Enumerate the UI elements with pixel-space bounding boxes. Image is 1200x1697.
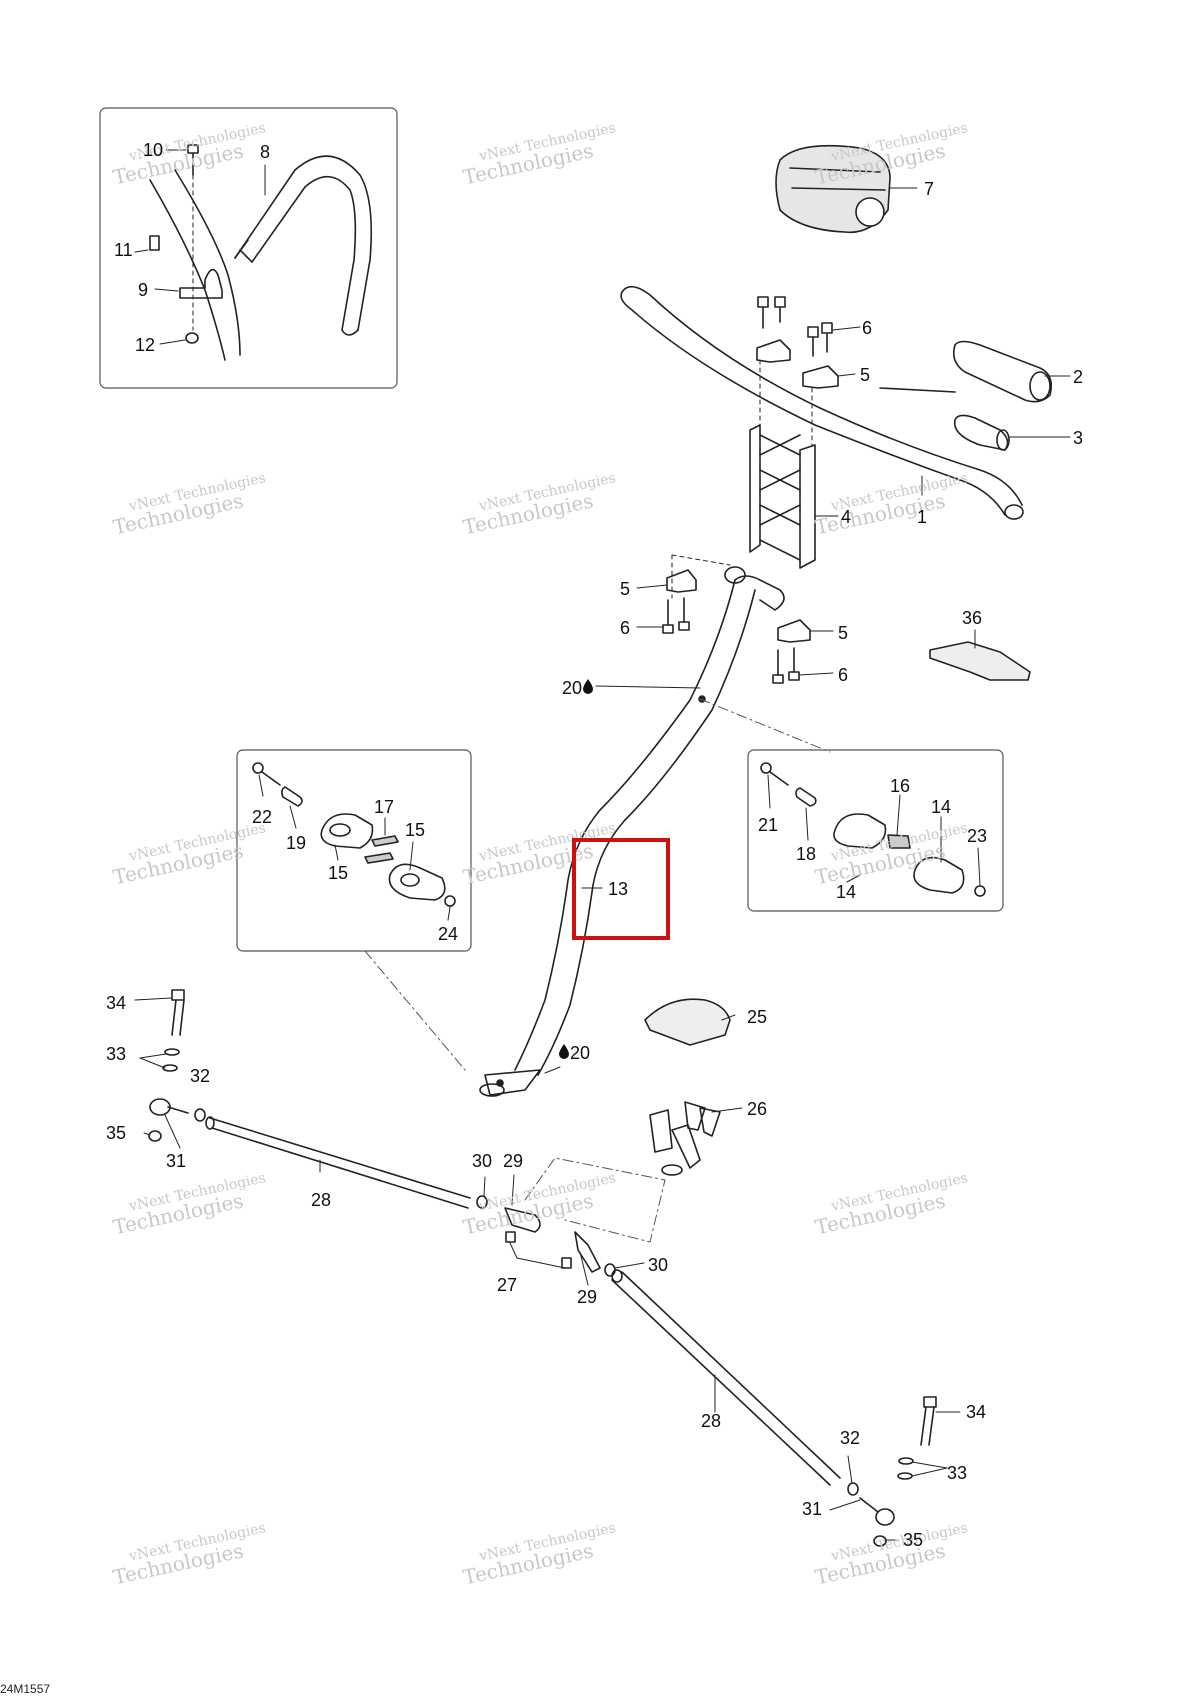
- callout-18[interactable]: 18: [796, 844, 817, 864]
- callout-1[interactable]: 1: [917, 507, 928, 527]
- callout-10[interactable]: 10: [143, 140, 164, 160]
- callout-33[interactable]: 33: [947, 1463, 968, 1483]
- callout-6[interactable]: 6: [838, 665, 849, 685]
- nut-part-32-left: [194, 1108, 206, 1122]
- callout-16[interactable]: 16: [890, 776, 911, 796]
- callout-24[interactable]: 24: [438, 924, 459, 944]
- callout-20[interactable]: 20: [562, 678, 594, 697]
- callout-34[interactable]: 34: [966, 1402, 987, 1422]
- callout-15[interactable]: 15: [328, 863, 349, 883]
- callout-35[interactable]: 35: [106, 1123, 127, 1143]
- callout-5[interactable]: 5: [838, 623, 849, 643]
- highlight-box-part-13: [572, 838, 670, 940]
- callout-20[interactable]: 20: [558, 1043, 590, 1062]
- callout-7[interactable]: 7: [924, 179, 935, 199]
- wire-part: [879, 387, 956, 393]
- steering-column-part-13: [479, 566, 785, 1097]
- tube-section-inset: [149, 169, 241, 361]
- callout-6[interactable]: 6: [620, 618, 631, 638]
- bolt-part-34-right: [897, 1396, 937, 1480]
- callout-6[interactable]: 6: [862, 318, 873, 338]
- handlebar-part-1: [620, 285, 1024, 520]
- callout-26[interactable]: 26: [747, 1099, 768, 1119]
- bracket-part-26: [649, 1101, 721, 1176]
- bolt-part-10: [187, 144, 199, 331]
- callout-33[interactable]: 33: [106, 1044, 127, 1064]
- callout-21[interactable]: 21: [758, 815, 779, 835]
- document-code: 24M1557: [0, 1682, 51, 1696]
- riser-part-4: [749, 359, 816, 569]
- inset-box-top-left: [99, 107, 398, 389]
- callout-13[interactable]: 13: [608, 879, 629, 899]
- callout-31[interactable]: 31: [166, 1151, 187, 1171]
- nut-part-32-right: [847, 1482, 859, 1496]
- grip-part-2: [952, 340, 1053, 403]
- ball-joint-part-31-right: [859, 1497, 895, 1547]
- callout-32[interactable]: 32: [190, 1066, 211, 1086]
- callout-29[interactable]: 29: [503, 1151, 524, 1171]
- callout-27[interactable]: 27: [497, 1275, 518, 1295]
- plate-part-36: [929, 641, 1031, 681]
- callout-14[interactable]: 14: [931, 797, 952, 817]
- callout-14[interactable]: 14: [836, 882, 857, 902]
- handlebar-pad-part-7: [775, 144, 891, 234]
- bolts-part-6-lower: [662, 554, 800, 684]
- callout-34[interactable]: 34: [106, 993, 127, 1013]
- leader-lines: [134, 149, 1071, 1541]
- callout-22[interactable]: 22: [252, 807, 273, 827]
- nut-part-12: [185, 332, 199, 344]
- callout-5[interactable]: 5: [620, 579, 631, 599]
- inset-right-parts: [760, 762, 986, 897]
- callout-12[interactable]: 12: [135, 335, 156, 355]
- lubricant-drop-icon: [559, 1044, 569, 1059]
- inset-box-middle-left: [236, 749, 472, 952]
- alignment-lines: [364, 698, 831, 1243]
- tie-rod-part-28-upper: [205, 1116, 471, 1209]
- grip-part-3: [953, 414, 1010, 451]
- callout-15[interactable]: 15: [405, 820, 426, 840]
- lubricant-drop-icon: [583, 679, 594, 694]
- ball-joint-part-31-left: [148, 1098, 189, 1142]
- center-joint-parts: [476, 1195, 616, 1277]
- callout-31[interactable]: 31: [802, 1499, 823, 1519]
- callout-4[interactable]: 4: [841, 507, 852, 527]
- callout-36[interactable]: 36: [962, 608, 983, 628]
- inset-box-middle-right: [747, 749, 1004, 912]
- callout-35[interactable]: 35: [903, 1530, 924, 1550]
- callout-17[interactable]: 17: [374, 797, 395, 817]
- callout-3[interactable]: 3: [1073, 428, 1084, 448]
- pin-part-11: [149, 235, 160, 251]
- clamp-part-5-lower-left: [666, 569, 697, 593]
- clamp-part-9: [179, 268, 223, 299]
- clamp-part-5-upper-right: [802, 365, 839, 389]
- clamp-part-5-lower-right: [777, 619, 811, 643]
- callout-2[interactable]: 2: [1073, 367, 1084, 387]
- bolt-part-34-left: [162, 989, 185, 1072]
- callout-28[interactable]: 28: [701, 1411, 722, 1431]
- callout-11[interactable]: 11: [114, 240, 133, 260]
- callout-29[interactable]: 29: [577, 1287, 598, 1307]
- callout-5[interactable]: 5: [860, 365, 871, 385]
- callout-32[interactable]: 32: [840, 1428, 861, 1448]
- handle-grip-part-8: [234, 155, 373, 336]
- callout-8[interactable]: 8: [260, 142, 271, 162]
- callout-23[interactable]: 23: [967, 826, 988, 846]
- clamp-part-5-upper-left: [756, 339, 791, 363]
- callout-30[interactable]: 30: [648, 1255, 669, 1275]
- callout-9[interactable]: 9: [138, 280, 149, 300]
- inset-left-parts: [252, 762, 456, 907]
- tie-rod-part-28-lower: [611, 1269, 841, 1486]
- callout-25[interactable]: 25: [747, 1007, 768, 1027]
- callout-28[interactable]: 28: [311, 1190, 332, 1210]
- cover-part-25: [644, 998, 731, 1046]
- bolts-part-6-top: [757, 296, 833, 357]
- callout-30[interactable]: 30: [472, 1151, 493, 1171]
- callout-19[interactable]: 19: [286, 833, 307, 853]
